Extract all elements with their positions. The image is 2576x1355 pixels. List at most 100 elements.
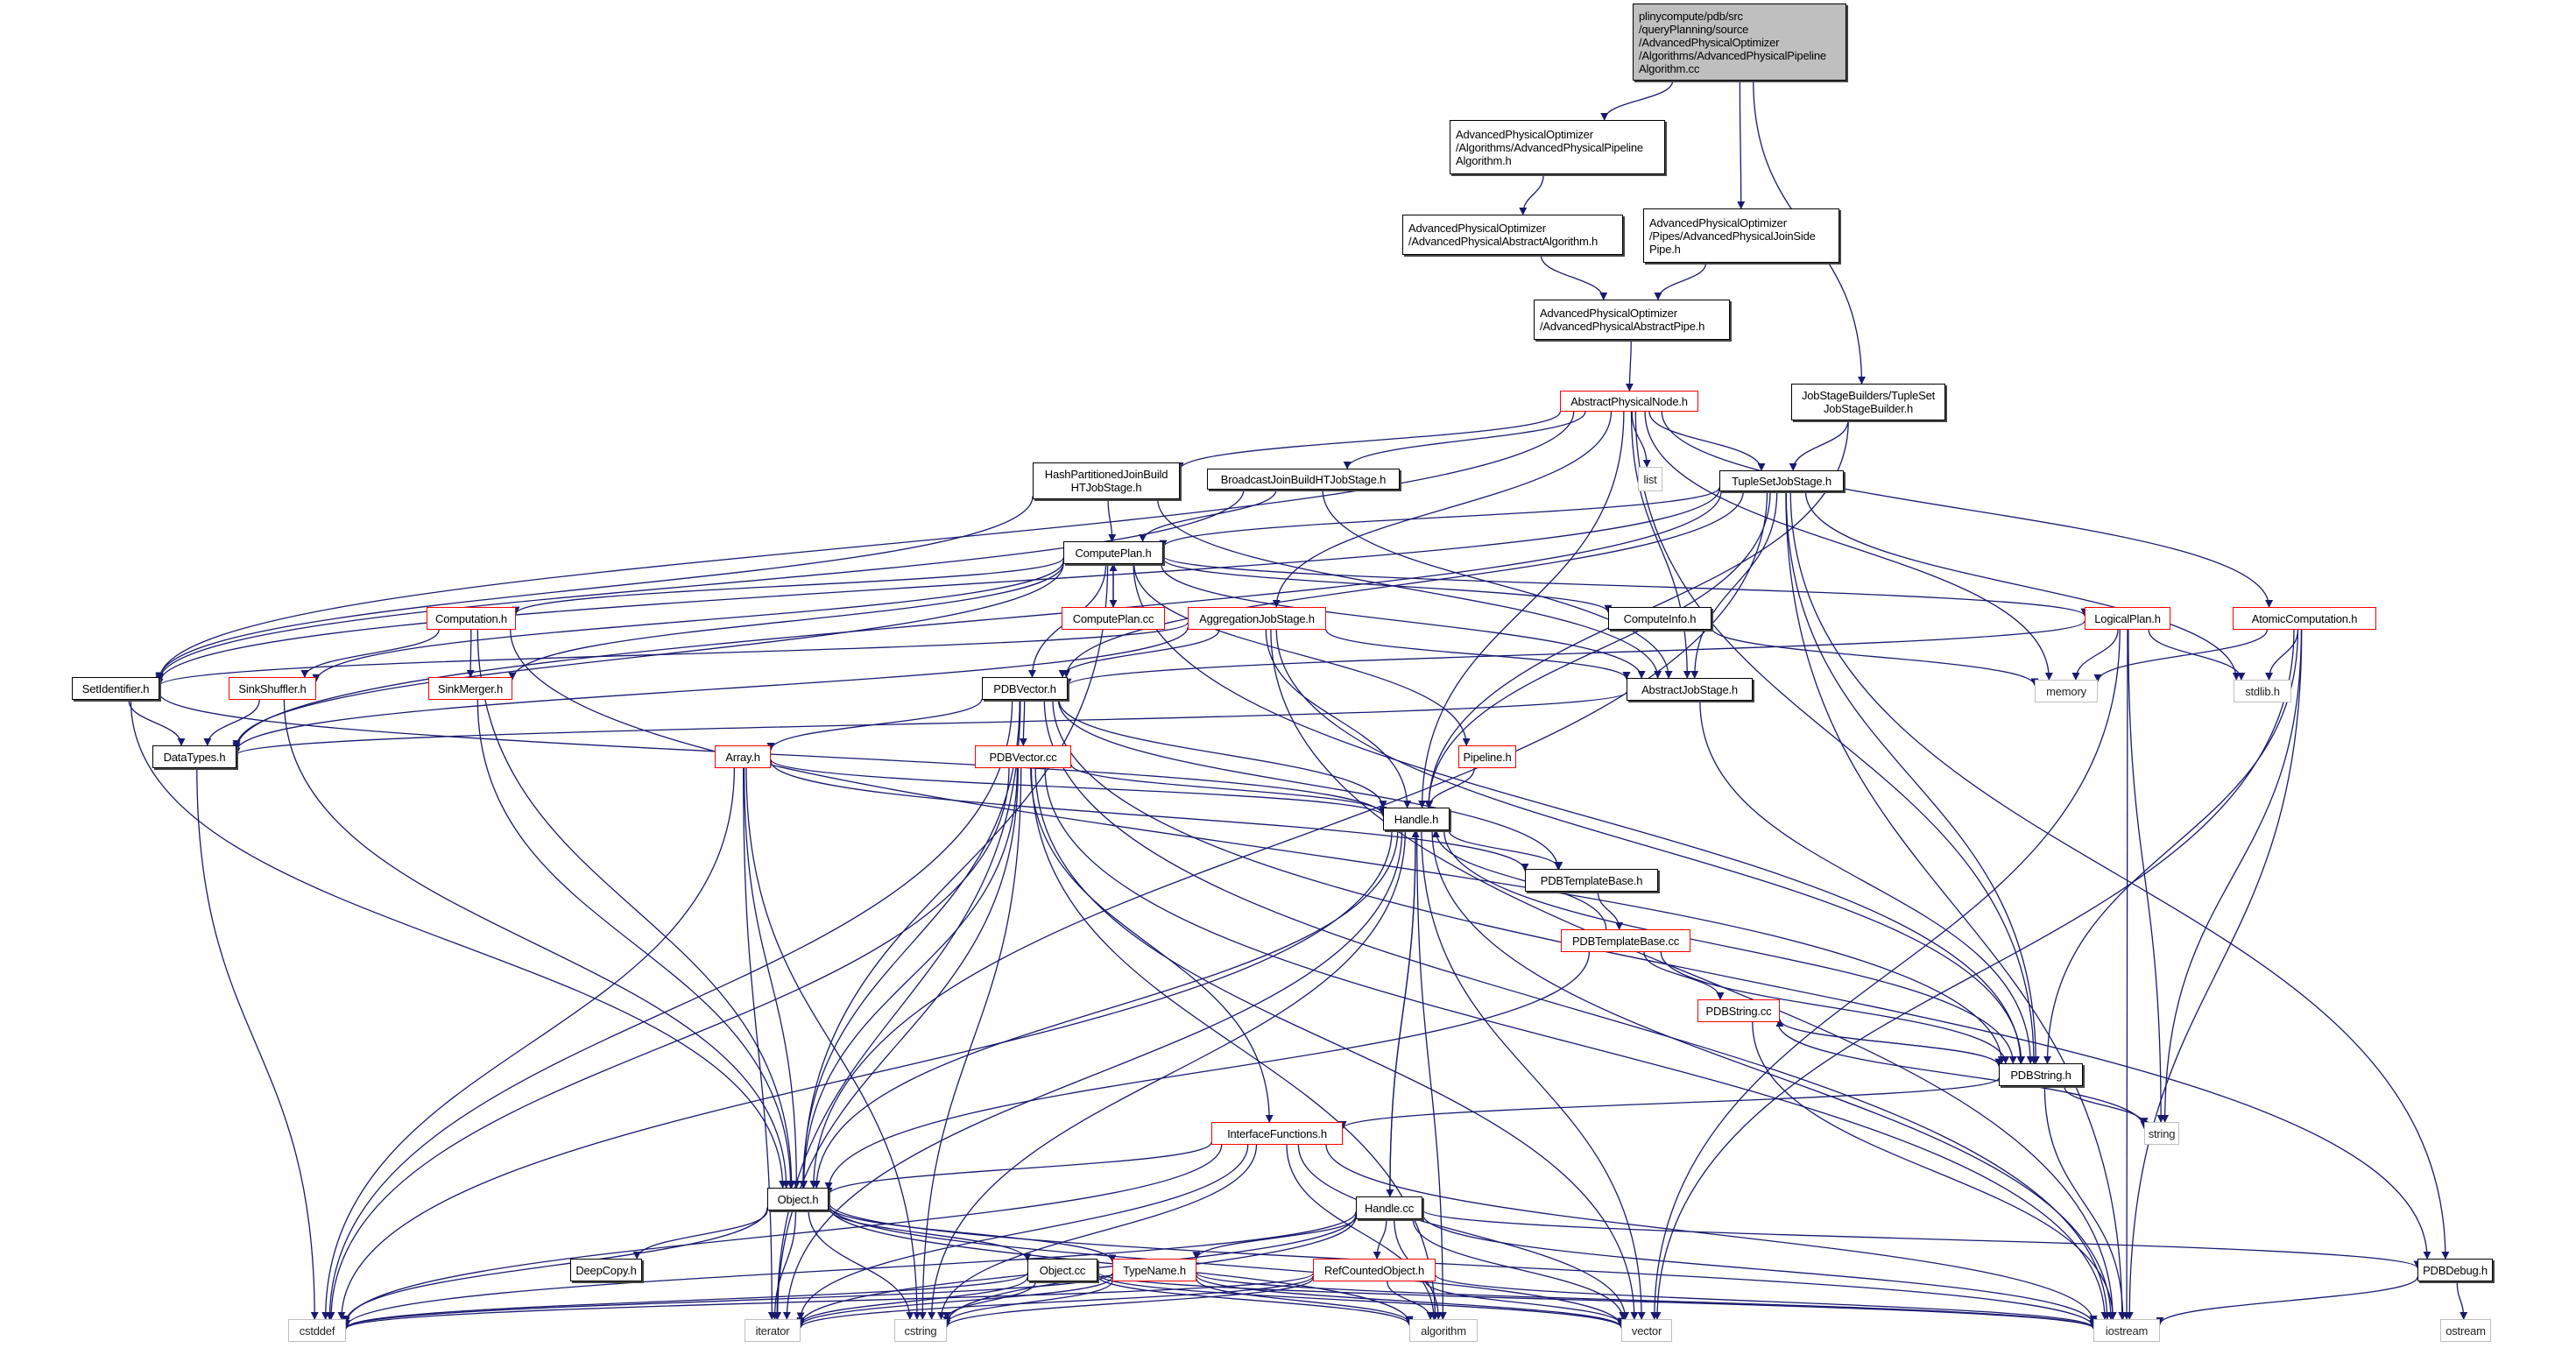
node-sink-shuffler-h[interactable]: SinkShuffler.h xyxy=(229,677,316,700)
edge-tsjs-to-stdlib xyxy=(1804,490,2241,681)
edge-if-to-iterator xyxy=(796,1144,1249,1321)
node-compute-info-h[interactable]: ComputeInfo.h xyxy=(1608,607,1711,630)
node-handle-cc[interactable]: Handle.cc xyxy=(1356,1196,1422,1219)
edge-pipe-to-handle xyxy=(1425,767,1475,808)
node-string[interactable]: string xyxy=(2144,1122,2179,1145)
node-interface-functions-h[interactable]: InterfaceFunctions.h xyxy=(1211,1122,1343,1145)
edge-tsjs-to-cp xyxy=(1159,487,1720,548)
edge-tsjs-to-sid xyxy=(155,488,1720,684)
node-pdb-vector-cc[interactable]: PDBVector.cc xyxy=(975,745,1071,768)
node-ostream[interactable]: ostream xyxy=(2440,1319,2491,1342)
edge-pvcc-to-vector xyxy=(1034,767,1639,1320)
node-tuple-set-job-stage-builder-h[interactable]: JobStageBuilders/TupleSet JobStageBuilde… xyxy=(1791,384,1945,420)
node-abstract-job-stage-h[interactable]: AbstractJobStage.h xyxy=(1627,678,1753,701)
node-pdb-template-base-cc[interactable]: PDBTemplateBase.cc xyxy=(1561,929,1690,952)
node-advanced-physical-abstract-pipe-h[interactable]: AdvancedPhysicalOptimizer /AdvancedPhysi… xyxy=(1534,300,1730,340)
edge-handle-to-ps xyxy=(1443,829,2017,1064)
edge-apn-to-ps xyxy=(1634,411,2038,1064)
edge-ss-to-obj xyxy=(283,699,791,1189)
edge-apjsp-to-apap xyxy=(1654,262,1707,300)
edge-ajs-to-iostream xyxy=(1270,629,2117,1320)
edge-tn-to-algorithm xyxy=(1196,1278,1414,1324)
node-cstddef[interactable]: cstddef xyxy=(288,1319,346,1342)
node-list[interactable]: list xyxy=(1638,467,1662,491)
node-pdb-debug-h[interactable]: PDBDebug.h xyxy=(2417,1259,2493,1281)
edge-cp-to-ci xyxy=(1162,558,1613,613)
node-compute-plan-h[interactable]: ComputePlan.h xyxy=(1063,541,1163,564)
node-deep-copy-h[interactable]: DeepCopy.h xyxy=(570,1259,642,1281)
node-iostream[interactable]: iostream xyxy=(2093,1319,2160,1342)
edge-apn-to-memory xyxy=(1644,411,2053,681)
edge-ac-to-vector xyxy=(1653,629,2295,1320)
node-compute-plan-cc[interactable]: ComputePlan.cc xyxy=(1062,607,1165,630)
edge-obj-to-vector xyxy=(828,1203,1626,1328)
edge-ptbcc-to-handle xyxy=(1431,829,1607,930)
node-sink-merger-h[interactable]: SinkMerger.h xyxy=(428,677,512,700)
edge-apn-to-abjs xyxy=(1630,411,1691,679)
node-pipeline-h[interactable]: Pipeline.h xyxy=(1458,745,1516,768)
edge-hpjb-to-sid xyxy=(155,496,1034,681)
node-object-h[interactable]: Object.h xyxy=(767,1188,829,1210)
edge-lp-to-stdlib xyxy=(2148,629,2246,681)
edge-obj-to-tn xyxy=(828,1204,1117,1263)
edge-pvcc-to-if xyxy=(1030,767,1274,1123)
node-algorithm[interactable]: algorithm xyxy=(1409,1319,1478,1342)
edge-obj-to-cstring xyxy=(808,1210,914,1320)
node-vector[interactable]: vector xyxy=(1621,1319,1672,1342)
edge-ptb-to-ptbcc xyxy=(1597,891,1624,930)
edge-comp-to-ps xyxy=(510,629,2006,1064)
edge-objcc-to-iostream xyxy=(1097,1271,2098,1330)
node-iterator[interactable]: iterator xyxy=(745,1319,801,1342)
node-pdb-vector-h[interactable]: PDBVector.h xyxy=(982,677,1068,700)
edge-sid-to-handle xyxy=(159,692,1387,817)
edge-handle-to-vector xyxy=(1421,829,1646,1320)
edge-if-to-cstddef xyxy=(342,1144,1223,1326)
node-object-cc[interactable]: Object.cc xyxy=(1027,1259,1097,1281)
node-broadcast-join-build-ht-job-stage-h[interactable]: BroadcastJoinBuildHTJobStage.h xyxy=(1207,469,1400,490)
node-aggregation-job-stage-h[interactable]: AggregationJobStage.h xyxy=(1188,607,1326,630)
node-handle-h[interactable]: Handle.h xyxy=(1383,808,1450,830)
edge-arr-to-cstddef xyxy=(321,767,736,1320)
edge-apaa-to-apap xyxy=(1540,254,1608,300)
node-array-h[interactable]: Array.h xyxy=(715,745,771,768)
node-pdb-string-cc[interactable]: PDBString.cc xyxy=(1697,999,1780,1022)
node-tuple-set-job-stage-h[interactable]: TupleSetJobStage.h xyxy=(1719,470,1844,491)
edge-arr-to-obj xyxy=(743,767,801,1189)
edge-cp-to-pipe xyxy=(1133,563,1471,746)
edge-apn-to-sid xyxy=(155,411,1575,681)
node-logical-plan-h[interactable]: LogicalPlan.h xyxy=(2085,607,2170,630)
node-cstring[interactable]: cstring xyxy=(894,1319,947,1342)
edge-arr-to-iterator xyxy=(743,767,776,1320)
edge-rco-to-cstring xyxy=(942,1278,1314,1328)
node-advanced-physical-join-side-pipe-h[interactable]: AdvancedPhysicalOptimizer /Pipes/Advance… xyxy=(1643,208,1839,263)
edge-objcc-to-cstddef xyxy=(342,1272,1028,1330)
node-computation-h[interactable]: Computation.h xyxy=(427,607,516,630)
edge-lp-to-pv xyxy=(1063,620,2086,687)
edge-obj-to-dc xyxy=(632,1210,768,1260)
node-memory[interactable]: memory xyxy=(2035,680,2098,702)
edge-pvcc-to-cstring xyxy=(918,767,1022,1320)
edge-apn-to-handle xyxy=(1418,411,1625,808)
edge-tsjs-to-dt xyxy=(232,490,1722,751)
edge-rco-to-iostream xyxy=(1435,1274,2098,1329)
edge-pv-to-pdbg xyxy=(1052,699,2431,1260)
node-root[interactable]: plinycompute/pdb/src /queryPlanning/sour… xyxy=(1633,4,1846,81)
edge-handle-to-cstddef xyxy=(337,829,1393,1320)
node-ref-counted-object-h[interactable]: RefCountedObject.h xyxy=(1313,1259,1436,1281)
node-data-types-h[interactable]: DataTypes.h xyxy=(152,745,236,768)
edge-ac-to-iostream xyxy=(2125,629,2303,1320)
node-pdb-template-base-h[interactable]: PDBTemplateBase.h xyxy=(1525,869,1658,892)
node-advanced-physical-pipeline-algorithm-h[interactable]: AdvancedPhysicalOptimizer /Algorithms/Ad… xyxy=(1450,120,1665,174)
node-pdb-string-h[interactable]: PDBString.h xyxy=(1999,1063,2083,1086)
node-set-identifier-h[interactable]: SetIdentifier.h xyxy=(72,677,159,700)
edge-rco-to-vector xyxy=(1424,1281,1626,1326)
edge-ajs-to-dt xyxy=(232,627,1189,752)
edge-tsjs-to-pv xyxy=(1062,490,1744,678)
node-hash-partitioned-join-build-ht-job-stage-h[interactable]: HashPartitionedJoinBuild HTJobStage.h xyxy=(1033,462,1180,499)
node-atomic-computation-h[interactable]: AtomicComputation.h xyxy=(2233,607,2376,630)
node-abstract-physical-node-h[interactable]: AbstractPhysicalNode.h xyxy=(1560,391,1698,412)
node-advanced-physical-abstract-algorithm-h[interactable]: AdvancedPhysicalOptimizer /AdvancedPhysi… xyxy=(1402,215,1623,255)
edge-ajs-to-sid xyxy=(155,622,1189,687)
node-type-name-h[interactable]: TypeName.h xyxy=(1112,1259,1196,1281)
node-stdlib-h[interactable]: stdlib.h xyxy=(2234,680,2291,702)
